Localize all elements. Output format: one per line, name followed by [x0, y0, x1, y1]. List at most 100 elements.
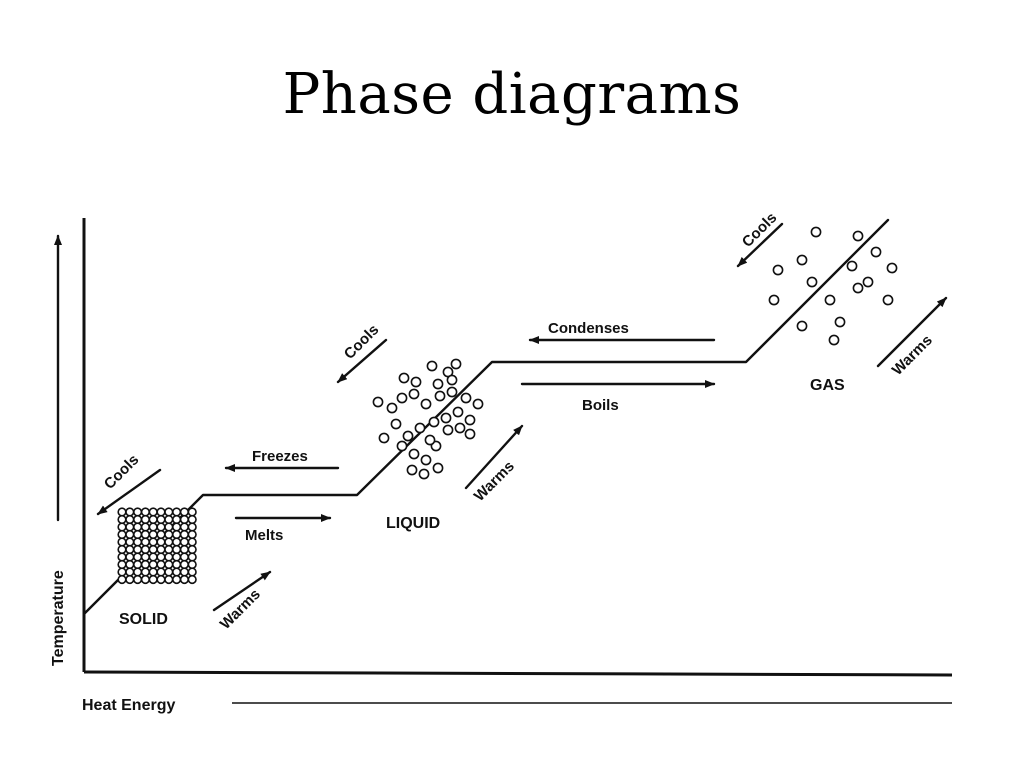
molecule	[408, 388, 420, 400]
molecule	[117, 514, 127, 525]
molecule	[768, 294, 780, 306]
liquid-warms-label: Warms	[471, 458, 518, 505]
molecule	[133, 552, 143, 562]
molecule	[140, 537, 150, 547]
molecule	[472, 398, 484, 410]
molecule	[187, 567, 197, 577]
solid-cools-arrow	[96, 468, 162, 516]
molecule	[125, 522, 135, 532]
gas-cools-arrow	[736, 222, 784, 268]
molecule	[886, 262, 898, 274]
molecule	[125, 507, 135, 517]
molecule	[378, 432, 390, 444]
molecule	[117, 559, 127, 570]
molecule	[140, 559, 150, 570]
molecule	[117, 529, 127, 540]
y-axis-label: Temperature	[50, 570, 67, 666]
molecule	[172, 514, 182, 525]
molecule	[187, 522, 197, 532]
molecule	[140, 552, 150, 562]
gas-warms-label: Warms	[889, 332, 936, 379]
molecule	[446, 374, 458, 386]
solid-warms-arrow	[212, 570, 272, 612]
molecule	[796, 320, 808, 332]
molecule	[164, 507, 174, 517]
molecule	[460, 392, 472, 404]
molecule	[179, 507, 189, 517]
molecule	[390, 418, 402, 430]
molecule	[125, 574, 135, 585]
molecule	[187, 574, 197, 585]
x-axis-line	[83, 670, 953, 677]
solid-label: SOLID	[119, 611, 168, 628]
molecule	[418, 468, 430, 480]
molecule	[140, 507, 150, 517]
condenses-label: Condenses	[548, 320, 629, 337]
solid-molecules	[117, 507, 197, 585]
molecule	[125, 559, 135, 570]
molecule	[179, 567, 189, 577]
molecule	[148, 574, 158, 585]
molecule	[402, 430, 414, 442]
liquid-molecules	[372, 358, 484, 480]
molecule	[179, 574, 189, 585]
molecule	[125, 529, 135, 540]
molecule	[156, 559, 166, 570]
molecule	[156, 522, 166, 532]
molecule	[117, 522, 127, 532]
gas-label: GAS	[810, 377, 845, 394]
molecule	[440, 412, 452, 424]
molecule	[408, 448, 420, 460]
molecule	[179, 522, 189, 532]
liquid-label: LIQUID	[386, 515, 440, 532]
molecule	[806, 276, 818, 288]
gas-warms-arrow	[876, 296, 948, 368]
molecule	[187, 507, 197, 517]
molecule	[140, 529, 150, 540]
molecule	[187, 529, 197, 540]
molecule	[426, 360, 438, 372]
molecule	[125, 567, 135, 577]
molecule	[442, 424, 454, 436]
molecule	[140, 522, 150, 532]
molecule	[386, 402, 398, 414]
x-axis-label: Heat Energy	[82, 697, 175, 714]
heating-curve	[82, 218, 890, 616]
molecule	[133, 529, 143, 540]
molecule	[852, 282, 864, 294]
molecule	[396, 392, 408, 404]
molecule	[117, 507, 127, 517]
molecule	[164, 522, 174, 532]
molecule	[133, 537, 143, 547]
molecule	[148, 552, 158, 562]
molecule	[164, 552, 174, 562]
molecule	[156, 514, 166, 525]
molecule	[117, 552, 127, 562]
molecule	[164, 514, 174, 525]
molecule	[125, 552, 135, 562]
molecule	[172, 537, 182, 547]
molecule	[187, 514, 197, 525]
molecule	[450, 358, 462, 370]
molecule	[133, 574, 143, 585]
molecule	[148, 522, 158, 532]
molecule	[870, 246, 882, 258]
molecule	[432, 378, 444, 390]
molecule	[164, 559, 174, 570]
molecule	[125, 544, 135, 555]
molecule	[414, 422, 426, 434]
molecule	[179, 544, 189, 555]
molecule	[428, 416, 440, 428]
molecule	[133, 559, 143, 570]
molecule	[156, 552, 166, 562]
molecule	[432, 462, 444, 474]
molecule	[187, 544, 197, 555]
molecule	[179, 514, 189, 525]
molecule	[148, 529, 158, 540]
molecule	[172, 552, 182, 562]
molecule	[156, 567, 166, 577]
molecule	[172, 529, 182, 540]
molecule	[148, 514, 158, 525]
molecule	[452, 406, 464, 418]
molecule	[454, 422, 466, 434]
